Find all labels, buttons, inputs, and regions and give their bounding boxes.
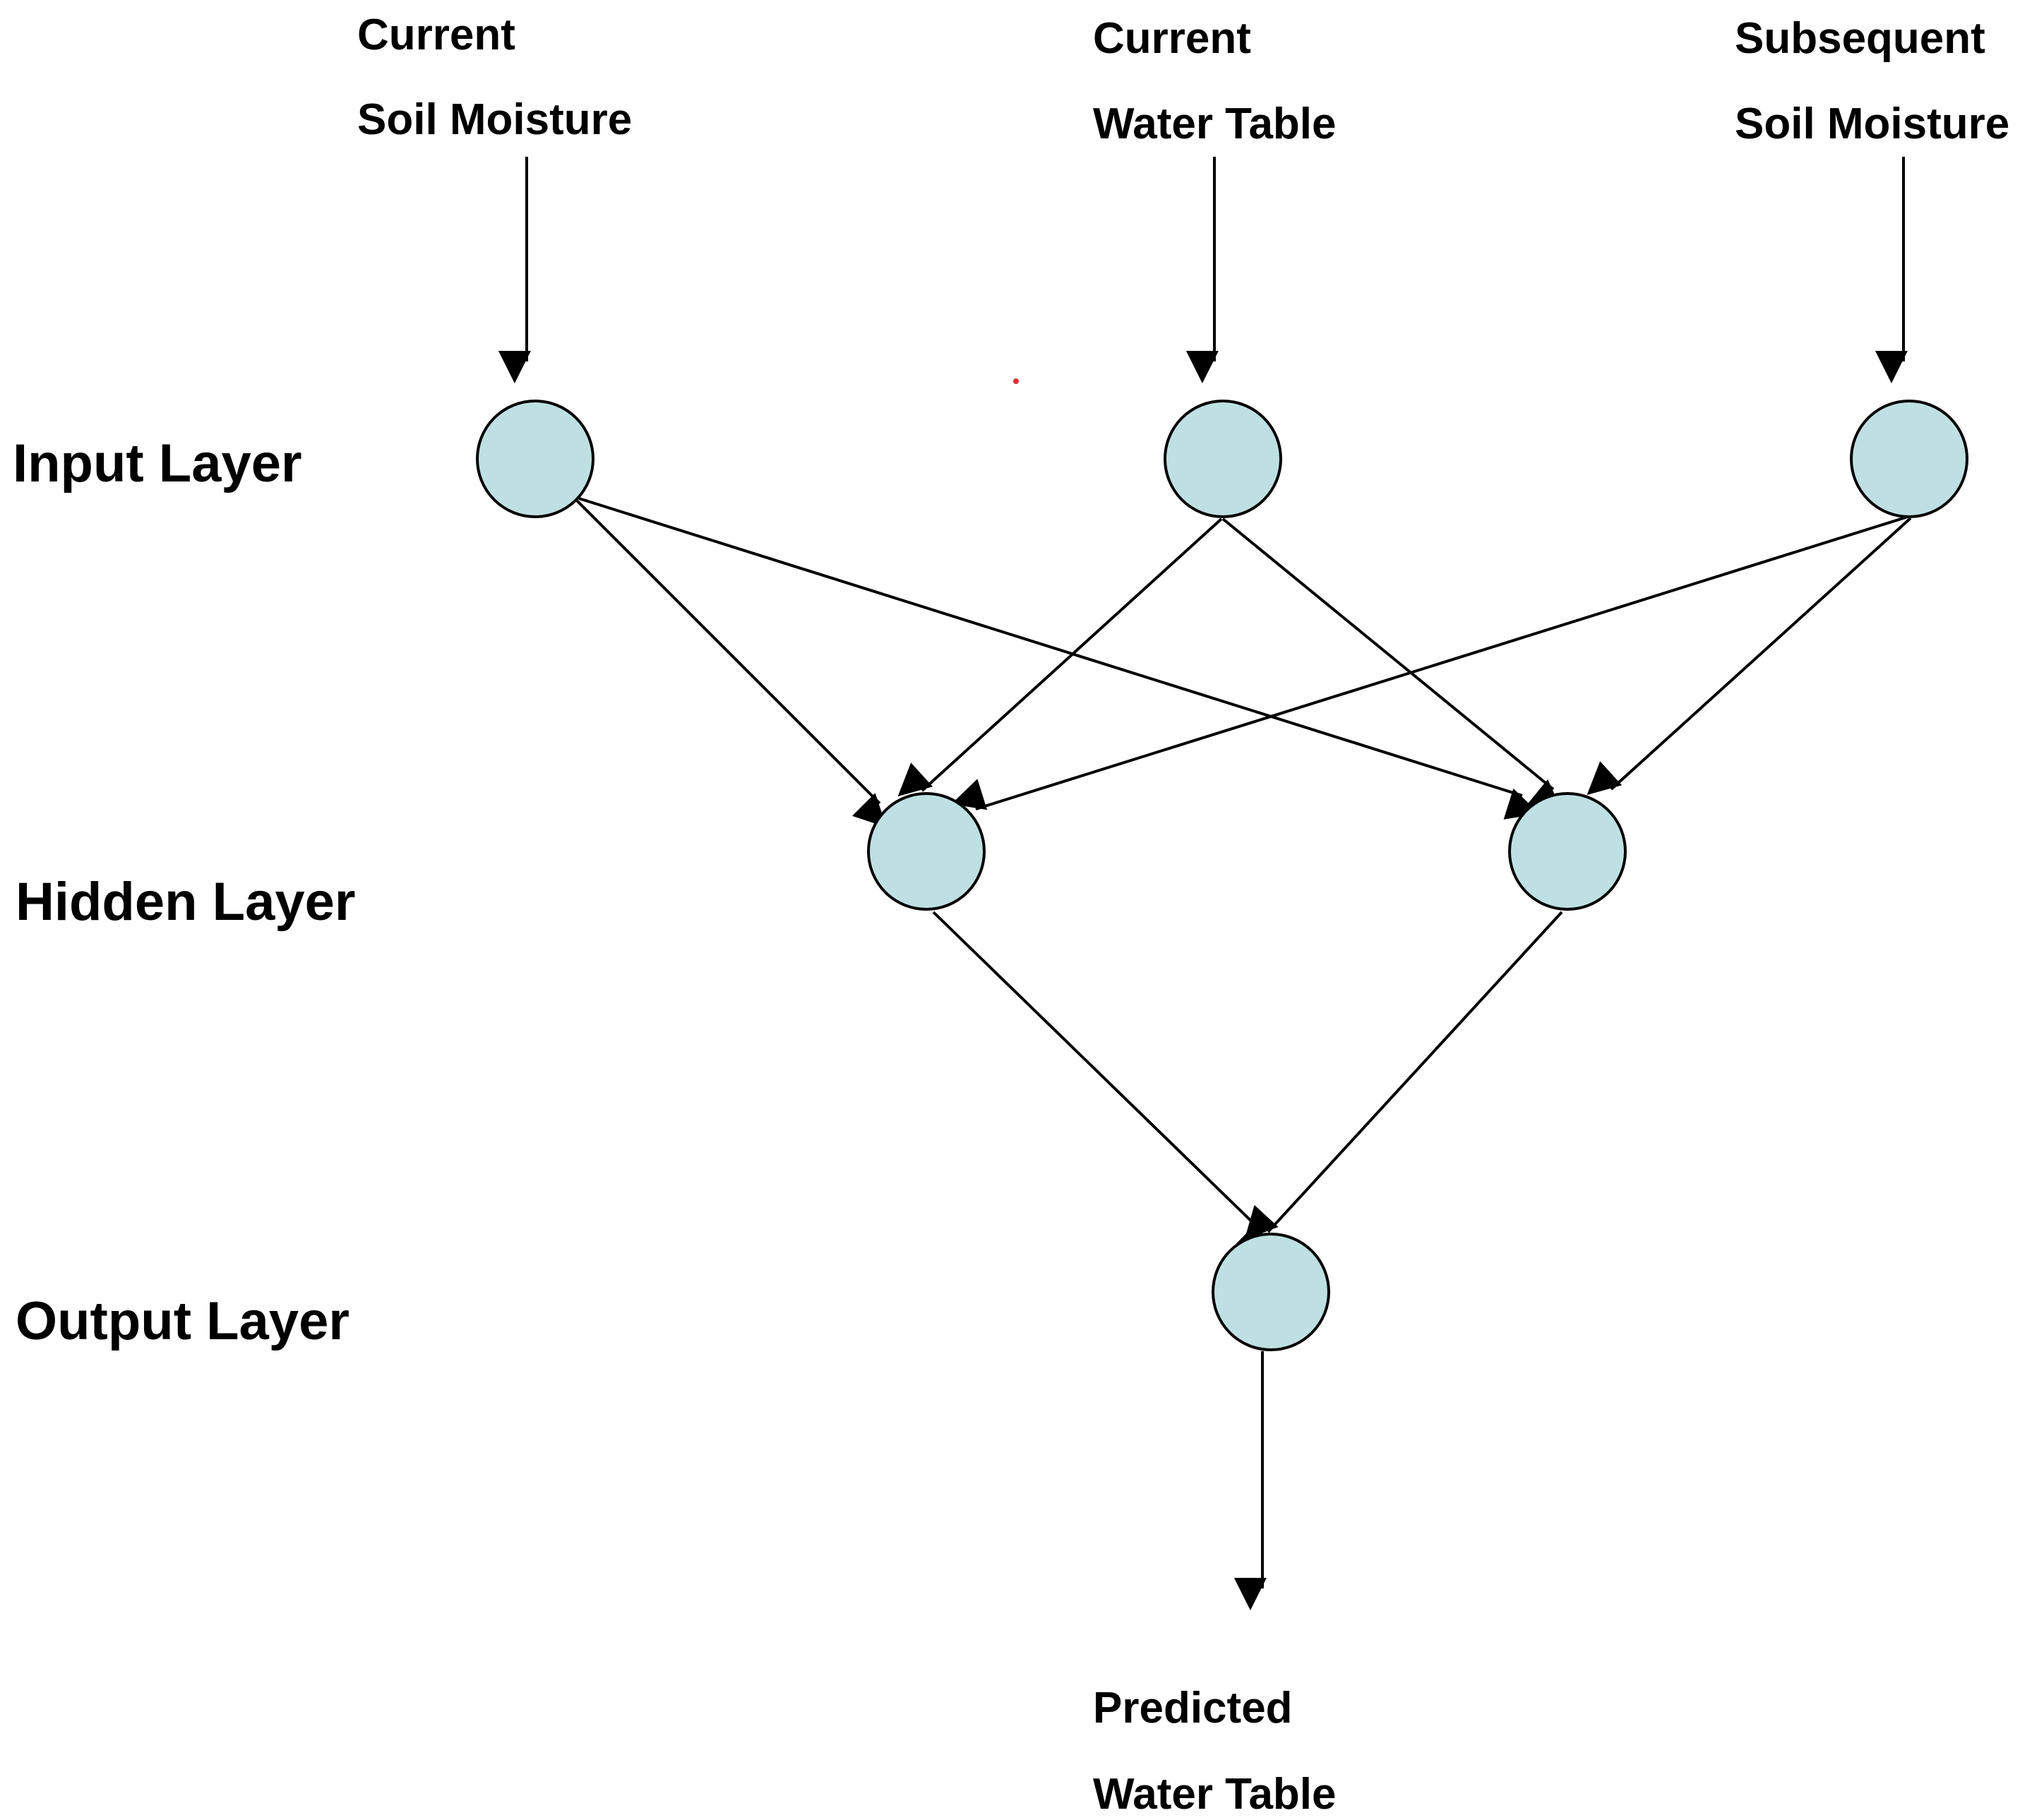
input-node-1	[476, 400, 594, 518]
edge-input2-hidden2	[1221, 517, 1563, 813]
edge-hidden2-output	[1244, 911, 1563, 1240]
edge-input1-hidden2	[578, 497, 1540, 820]
edge-input1-hidden1	[575, 498, 887, 827]
output-layer-label: Output Layer	[16, 1291, 349, 1351]
input-3-label-line1: Subsequent	[1735, 14, 1985, 63]
output-label-line1: Predicted	[1093, 1684, 1293, 1732]
input-1-label-line1: Current	[357, 11, 515, 59]
input-1-label-line2: Soil Moisture	[357, 95, 632, 144]
output-label-line2: Water Table	[1093, 1770, 1337, 1819]
output-node	[1212, 1233, 1330, 1351]
edge-hidden1-output	[932, 911, 1270, 1256]
hidden-layer-label: Hidden Layer	[16, 872, 355, 932]
hidden-node-2	[1508, 792, 1627, 911]
hidden-node-1	[867, 792, 986, 911]
input-node-2	[1164, 400, 1282, 518]
input-2-label-line2: Water Table	[1093, 100, 1337, 148]
edge-input2-hidden1	[897, 517, 1223, 797]
edge-input3-hidden2	[1586, 517, 1912, 796]
input-2-label-line1: Current	[1093, 14, 1251, 63]
input-layer-label: Input Layer	[13, 433, 302, 493]
input-node-3	[1850, 400, 1968, 518]
stray-red-dot	[1013, 378, 1019, 384]
edge-input3-hidden1	[951, 515, 1908, 810]
input-3-label-line2: Soil Moisture	[1735, 100, 2009, 148]
